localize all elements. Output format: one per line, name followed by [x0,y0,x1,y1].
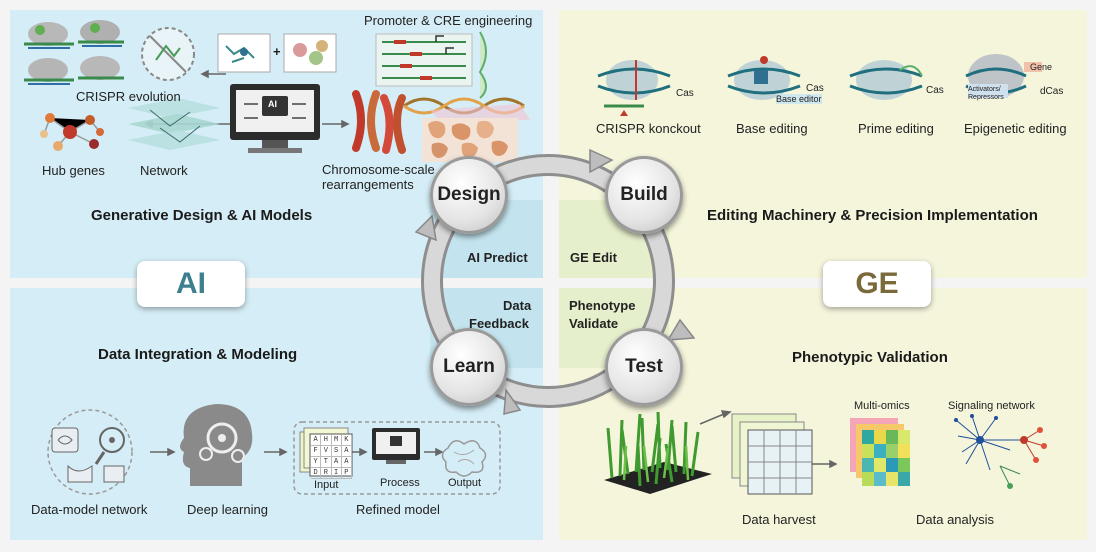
hub-genes-icon [40,113,104,151]
rearrangement-cells-icon [422,118,518,162]
phenotype-label-1: Phenotype [569,298,636,313]
design-node: Design [430,156,508,234]
activators-label: Activators/ [968,86,1001,93]
grid-letter: D [311,468,322,479]
grid-letter: I [331,468,342,479]
data-feedback-label-1: Data [503,298,532,313]
cas-label-prime: Cas [926,85,944,96]
learn-node: Learn [430,328,508,406]
chromosome-label-2: rearrangements [322,177,414,192]
grid-letter: A [331,457,342,468]
data-analysis-label: Data analysis [916,512,995,527]
base-editing-icon [727,56,801,100]
plus-sign: + [273,44,281,59]
ai-badge: AI [137,261,245,307]
ge-edit-label: GE Edit [570,250,617,265]
epigenetic-editing-icon [965,54,1042,98]
data-harvest-grid-icon [731,413,813,495]
cas-protein-blobs-icon [24,20,124,85]
dna-helix-icon [403,97,530,122]
crispr-evolution-icon [141,27,195,81]
molecule-boxes-icon [217,33,337,73]
signaling-network-icon [954,414,1047,489]
signaling-label: Signaling network [948,400,1035,412]
ai-computer-icon [230,84,320,153]
chromosome-icon [352,90,406,154]
chromosome-label-1: Chromosome-scale [322,162,435,177]
test-node: Test [605,328,683,406]
grid-letter: T [321,457,332,468]
data-feedback-label-2: Feedback [469,316,529,331]
ai-predict-label: AI Predict [467,250,528,265]
input-grid-icon [299,427,353,477]
grid-letter: A [341,457,352,468]
output-protein-icon [441,440,487,477]
deep-learning-head-icon [180,404,253,486]
base-editing-label: Base editing [736,121,808,136]
promoter-label: Promoter & CRE engineering [364,13,533,28]
knockout-label: CRISPR konckout [596,121,701,136]
grid-letter: S [331,446,342,457]
grid-letter: K [341,435,352,446]
design-quadrant-title: Generative Design & AI Models [91,207,313,224]
grid-letter: F [311,446,322,457]
dcas-label: dCas [1040,86,1064,97]
build-quadrant-title: Editing Machinery & Precision Implementa… [707,207,1038,224]
process-label: Process [380,477,420,489]
phenotype-label-2: Validate [569,316,619,331]
network-label: Network [140,163,188,178]
test-quadrant-title: Phenotypic Validation [792,349,948,366]
repressors-label: Repressors [968,94,1004,101]
cas-label-base: Cas [806,83,824,94]
gene-label: Gene [1030,62,1053,72]
process-monitor-icon [372,428,420,464]
build-node: Build [605,156,683,234]
grid-letter: A [311,435,322,446]
prime-editing-icon [849,60,923,100]
dbtl-cycle-ring [414,148,696,415]
refined-model-box [293,421,501,495]
grid-letter: Y [311,457,322,468]
crispr-evolution-label: CRISPR evolution [76,89,181,104]
cas-label-knockout: Cas [676,88,694,99]
grid-letter: R [321,468,332,479]
grid-letter: H [321,435,332,446]
refined-model-label: Refined model [356,502,440,517]
crispr-knockout-icon [597,60,671,116]
grid-letter: A [341,446,352,457]
input-label: Input [314,479,339,491]
prime-editing-label: Prime editing [858,121,934,136]
multi-omics-heatmap-icon [850,418,910,486]
base-editor-label: Base editor [776,94,822,104]
grid-letter: M [331,435,342,446]
output-label: Output [448,477,482,489]
network-layers-icon [128,98,220,150]
grass-field-icon [604,411,712,494]
grid-letter: V [321,446,332,457]
data-model-network-icon [47,409,133,495]
grid-letter: P [341,468,352,479]
hub-genes-label: Hub genes [42,163,105,178]
promoter-construct-icon [375,31,487,99]
learn-quadrant-title: Data Integration & Modeling [98,346,298,363]
data-harvest-label: Data harvest [742,512,816,527]
deep-learning-label: Deep learning [187,502,268,517]
data-model-label: Data-model network [31,502,148,517]
ge-badge: GE [823,261,931,307]
ai-screen-label: AI [268,99,277,109]
multi-omics-label: Multi-omics [854,400,910,412]
epigenetic-editing-label: Epigenetic editing [964,121,1067,136]
